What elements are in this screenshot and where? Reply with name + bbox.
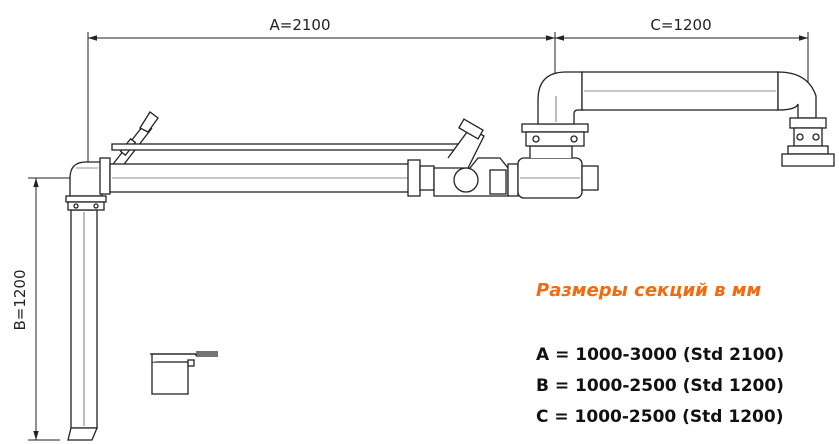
spec-line-a: A = 1000-3000 (Std 2100) (536, 345, 785, 365)
balancer-spring (109, 111, 159, 173)
dimension-label-c: C=1200 (650, 16, 711, 34)
horizontal-main-pipe (109, 159, 435, 197)
dimension-label-b: B=1200 (11, 269, 29, 330)
spec-line-c: C = 1000-2500 (Std 1200) (536, 407, 784, 427)
swivel-joint-left (65, 157, 111, 211)
dimensions-heading: Размеры секций в мм (536, 280, 762, 301)
outer-arm-pipe (581, 71, 779, 111)
coupler-elbow (777, 71, 835, 167)
tank-hatch (150, 351, 218, 395)
outer-swivel-elbow (521, 71, 589, 147)
spec-line-b: B = 1000-2500 (Std 1200) (536, 376, 784, 396)
vertical-drop-pipe (67, 209, 98, 441)
upper-support-rod (111, 143, 465, 151)
dimension-label-a: A=2100 (269, 16, 330, 34)
